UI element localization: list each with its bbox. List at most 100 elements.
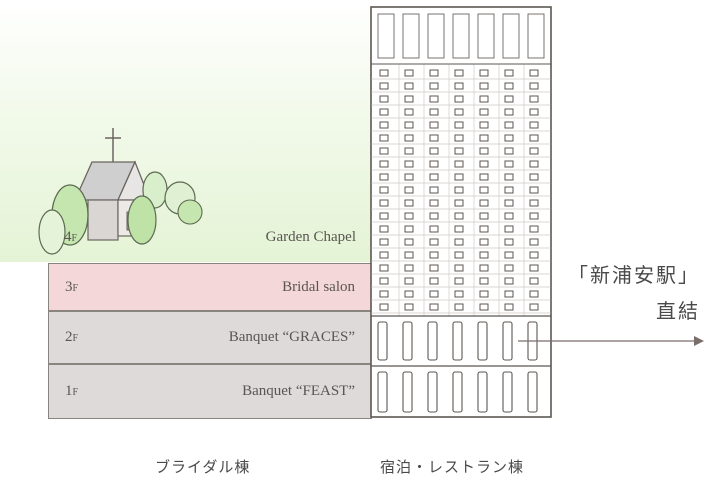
podium-window [477, 371, 488, 413]
tower-window [504, 225, 514, 233]
tower-window [479, 173, 489, 181]
tower-window [504, 264, 514, 272]
tower-window [454, 264, 464, 272]
tower-window [529, 82, 539, 90]
tower-window [452, 13, 470, 59]
tower-window [479, 160, 489, 168]
station-direct: 直結 [656, 301, 700, 323]
floor-number: 2F [65, 329, 79, 345]
tower-window [379, 95, 389, 103]
station-direct-label: 「新浦安駅」 直結 [568, 258, 700, 330]
tower-window [454, 121, 464, 129]
tower-window [529, 251, 539, 259]
tower-window [379, 121, 389, 129]
tower-window [479, 121, 489, 129]
tower-window [504, 290, 514, 298]
tower-window [504, 212, 514, 220]
tower-window [429, 95, 439, 103]
floor-2: 2F Banquet “GRACES” [48, 311, 372, 364]
tower-window [454, 238, 464, 246]
tower-window [429, 173, 439, 181]
tower-window [404, 199, 414, 207]
tower-window [427, 13, 445, 59]
tower-window [379, 147, 389, 155]
tower-window [529, 290, 539, 298]
tower-window [477, 13, 495, 59]
tower-window [504, 173, 514, 181]
tower-window [379, 251, 389, 259]
tower-window [504, 147, 514, 155]
tower-window [504, 160, 514, 168]
tower-window [454, 173, 464, 181]
tower-window [404, 251, 414, 259]
tower-window [429, 160, 439, 168]
floor-name: Garden Chapel [265, 228, 356, 245]
tower-window [379, 303, 389, 311]
floor-name: Banquet “FEAST” [242, 383, 355, 399]
tower-window [504, 199, 514, 207]
station-name: 「新浦安駅」 [568, 265, 700, 287]
tower-window [454, 160, 464, 168]
tower-window [479, 186, 489, 194]
podium-window [452, 321, 463, 361]
tower-window [404, 264, 414, 272]
tower-window [529, 303, 539, 311]
tower-window [504, 69, 514, 77]
tower-window [404, 95, 414, 103]
tower-window [504, 121, 514, 129]
tower-window [404, 212, 414, 220]
tower-window [454, 277, 464, 285]
tower-window [479, 251, 489, 259]
tower-window [479, 277, 489, 285]
tower-window [429, 108, 439, 116]
tower-window [429, 238, 439, 246]
tower-window [379, 160, 389, 168]
tower-window [479, 303, 489, 311]
floor-3: 3F Bridal salon [48, 263, 372, 311]
tower-window [429, 69, 439, 77]
tower-window [479, 147, 489, 155]
tower-window [404, 69, 414, 77]
tower-window [529, 199, 539, 207]
tower-window [479, 134, 489, 142]
tower-window [502, 13, 520, 59]
tower-window [529, 277, 539, 285]
tower-window [404, 186, 414, 194]
tower-window [504, 108, 514, 116]
tower-window [404, 238, 414, 246]
tower-window [454, 134, 464, 142]
tower-window [429, 147, 439, 155]
tower-window [404, 303, 414, 311]
tower-windows-lower [377, 321, 538, 413]
tower-windows-upper [371, 13, 551, 316]
tower-window [404, 277, 414, 285]
tower-window [404, 134, 414, 142]
tower-window [529, 160, 539, 168]
tower-window [504, 277, 514, 285]
tower-window [479, 95, 489, 103]
podium-window [502, 321, 513, 361]
tower-window [379, 199, 389, 207]
tower-window [529, 134, 539, 142]
floor-number: 1F [65, 383, 79, 399]
bridal-building-label: ブライダル棟 [155, 460, 251, 476]
tower-window [379, 212, 389, 220]
tower-window [529, 186, 539, 194]
tower-window [379, 238, 389, 246]
podium-window [402, 321, 413, 361]
podium-window [527, 371, 538, 413]
tower-window [454, 69, 464, 77]
tower-window [479, 108, 489, 116]
tower-window [429, 186, 439, 194]
tower-window [454, 303, 464, 311]
tower-window [429, 199, 439, 207]
podium-window [502, 371, 513, 413]
tower-window [404, 290, 414, 298]
podium-window [477, 321, 488, 361]
tower-window [529, 212, 539, 220]
tower-window [454, 212, 464, 220]
tower-window [454, 225, 464, 233]
podium-window [377, 321, 388, 361]
tower-window [504, 95, 514, 103]
